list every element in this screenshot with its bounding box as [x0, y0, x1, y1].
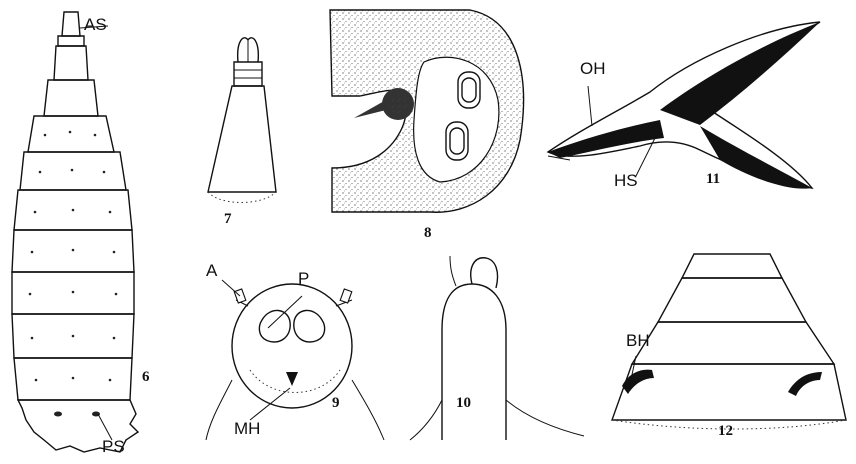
label-oh: OH — [580, 60, 606, 77]
figure-11-mouth-hooks — [548, 22, 820, 189]
figure-number-6: 6 — [142, 370, 150, 385]
figure-6-larva — [12, 12, 138, 452]
label-mh: MH — [234, 420, 260, 437]
figure-number-10: 10 — [456, 396, 471, 411]
label-ps: PS — [102, 438, 125, 455]
figure-number-11: 11 — [706, 172, 720, 187]
figure-9-front-view — [206, 280, 384, 440]
figure-number-9: 9 — [332, 396, 340, 411]
figure-number-8: 8 — [424, 226, 432, 241]
label-p: P — [298, 270, 309, 287]
figure-number-7: 7 — [224, 212, 232, 227]
label-as: AS — [84, 16, 107, 33]
label-a: A — [206, 262, 217, 279]
label-bh: BH — [626, 332, 650, 349]
figure-7-head — [208, 38, 276, 203]
figure-number-12: 12 — [718, 424, 733, 439]
figure-10-antenna — [410, 256, 584, 440]
label-hs: HS — [614, 172, 638, 189]
figure-8-section — [330, 10, 523, 212]
